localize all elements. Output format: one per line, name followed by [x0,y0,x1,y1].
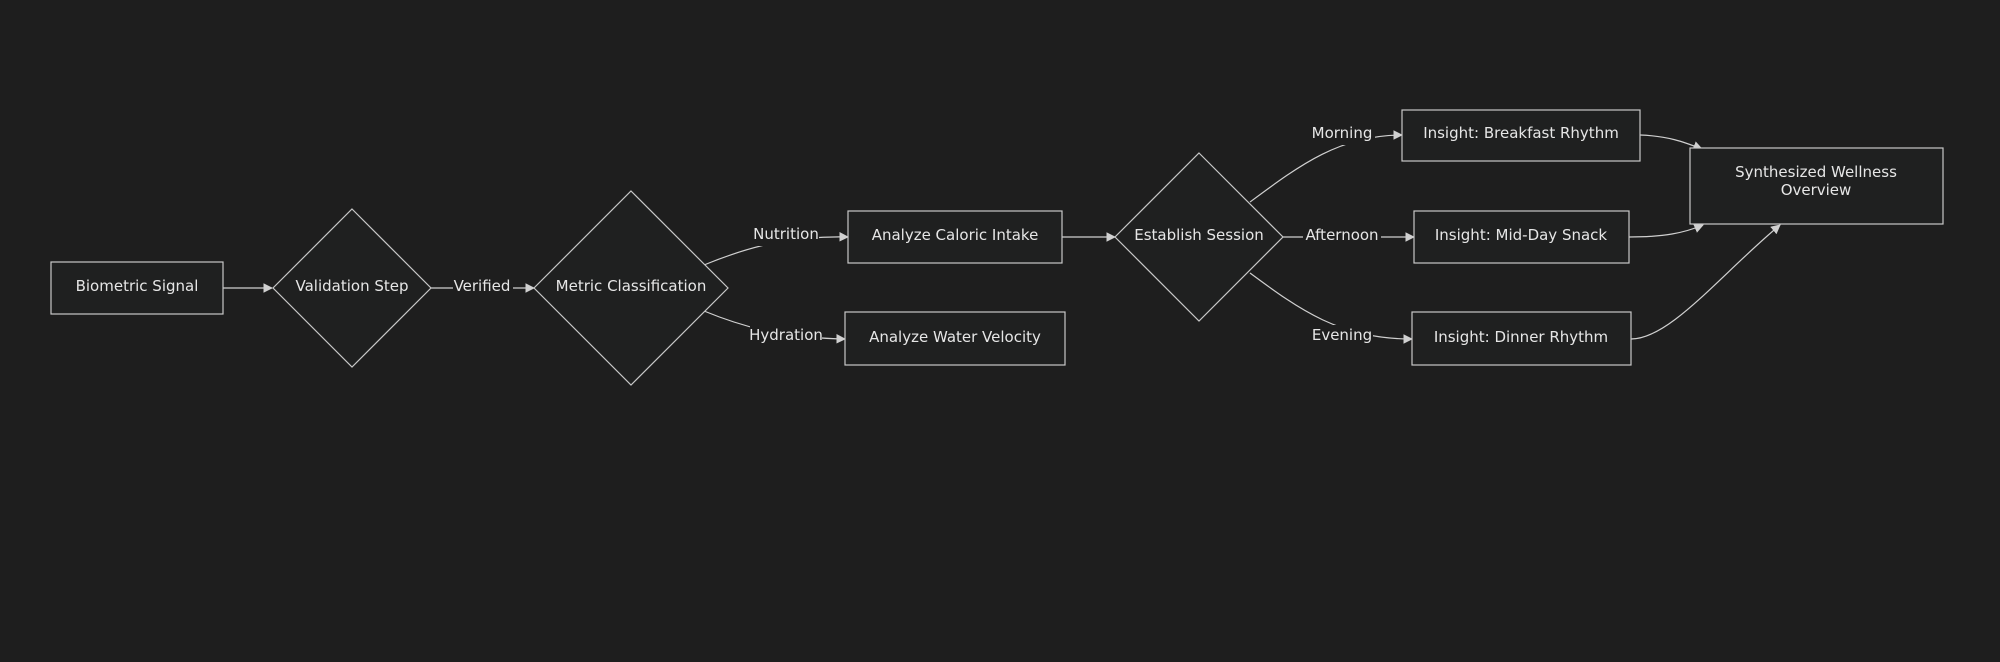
node-metric-classification[interactable]: Metric Classification [533,190,729,386]
node-validation-step[interactable]: Validation Step [272,208,432,368]
node-label: Analyze Water Velocity [869,328,1041,346]
edge-label-text: Hydration [749,326,823,344]
node-synthesized-wellness-overview[interactable]: Synthesized Wellness Overview [1689,147,1944,225]
edge-session-to-breakfast [1249,130,1403,203]
edge-label-hydration: Hydration [749,325,823,347]
edge-label-text: Nutrition [753,225,819,243]
edge-label-verified: Verified [453,276,513,298]
edge-label-evening: Evening [1311,325,1373,347]
node-label: Insight: Mid-Day Snack [1435,226,1608,244]
node-analyze-caloric-intake[interactable]: Analyze Caloric Intake [847,210,1063,264]
edge-label-nutrition: Nutrition [753,224,819,246]
node-label: Validation Step [296,277,409,295]
node-label: Insight: Breakfast Rhythm [1423,124,1619,142]
node-label: Metric Classification [556,277,707,295]
node-label: Insight: Dinner Rhythm [1434,328,1608,346]
node-insight-breakfast-rhythm[interactable]: Insight: Breakfast Rhythm [1401,109,1641,162]
node-insight-mid-day-snack[interactable]: Insight: Mid-Day Snack [1413,210,1630,264]
edge-snack-to-overview [1628,223,1704,238]
node-biometric-signal[interactable]: Biometric Signal [50,261,224,315]
edge-label-text: Morning [1312,124,1373,142]
edge-label-morning: Morning [1311,123,1375,145]
node-establish-session[interactable]: Establish Session [1114,152,1284,322]
node-label: Biometric Signal [76,277,199,295]
node-label: Analyze Caloric Intake [872,226,1039,244]
node-insight-dinner-rhythm[interactable]: Insight: Dinner Rhythm [1411,311,1632,366]
node-analyze-water-velocity[interactable]: Analyze Water Velocity [844,311,1066,366]
edge-label-text: Afternoon [1305,226,1378,244]
node-label-line-2: Overview [1781,181,1852,199]
node-label: Establish Session [1134,226,1264,244]
edge-session-to-dinner [1249,272,1413,344]
edge-label-afternoon: Afternoon [1303,225,1381,247]
node-label-line-1: Synthesized Wellness [1735,163,1897,181]
edge-dinner-to-overview [1630,224,1781,340]
edge-label-text: Verified [454,277,511,295]
edge-breakfast-to-overview [1639,134,1703,151]
edge-label-text: Evening [1312,326,1372,344]
